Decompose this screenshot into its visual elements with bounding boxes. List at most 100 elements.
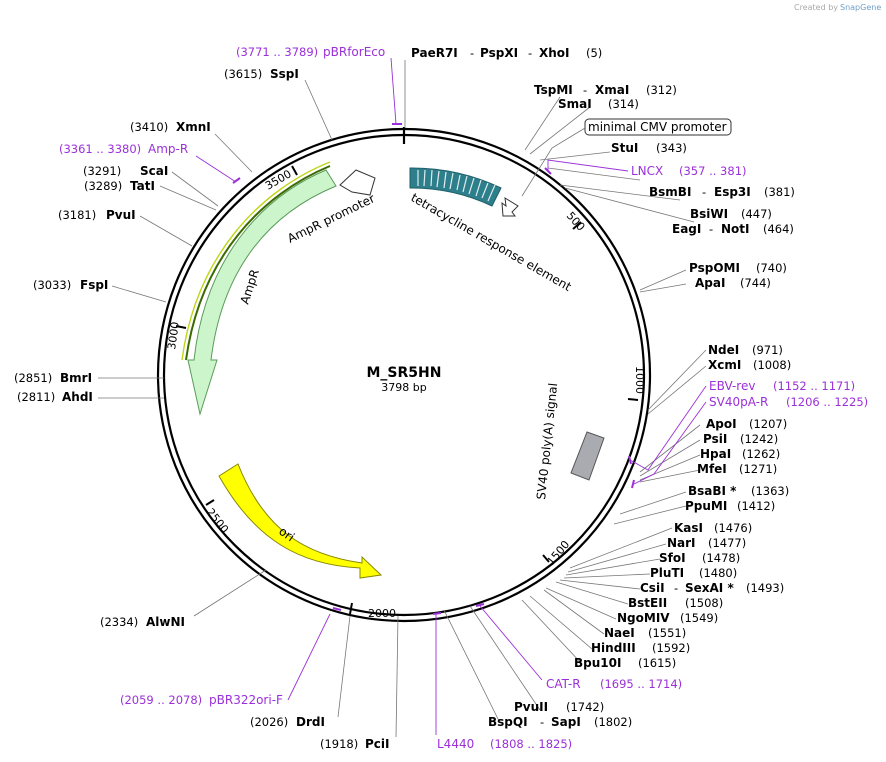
- enzyme-bpu10i[interactable]: Bpu10I: [574, 656, 621, 670]
- tick-label-2000: 2000: [368, 607, 396, 620]
- enzyme-sapi[interactable]: SapI: [551, 715, 581, 729]
- enzyme-naei[interactable]: NaeI: [604, 626, 635, 640]
- svg-text:-: -: [674, 581, 678, 595]
- enzyme-drdi-pos: (2026): [250, 715, 288, 729]
- enzyme-hpai-pos: (1262): [742, 447, 780, 461]
- primer-sv40pa-pos: (1206 .. 1225): [786, 395, 868, 409]
- enzyme-paer7i[interactable]: PaeR7I: [411, 46, 458, 60]
- enzyme-bsiwi-pos: (447): [741, 207, 772, 221]
- feature-label-cmv: minimal CMV promoter: [588, 120, 727, 134]
- enzyme-sexai[interactable]: SexAI *: [685, 581, 734, 595]
- primer-l4440[interactable]: L4440: [437, 737, 474, 751]
- enzyme-sfoi[interactable]: SfoI: [659, 551, 686, 565]
- enzyme-csii[interactable]: CsiI: [640, 581, 665, 595]
- enzyme-pcii[interactable]: PciI: [365, 737, 390, 751]
- enzyme-ahdi[interactable]: AhdI: [62, 390, 93, 404]
- primer-ebvrev[interactable]: EBV-rev: [709, 379, 755, 393]
- enzyme-pspxi[interactable]: PspXI: [480, 46, 518, 60]
- enzyme-bsteii[interactable]: BstEII: [628, 596, 667, 610]
- enzyme-pspomi[interactable]: PspOMI: [689, 261, 740, 275]
- enzyme-smai[interactable]: SmaI: [558, 97, 592, 111]
- enzyme-noti[interactable]: NotI: [721, 222, 750, 236]
- credit-brand: SnapGene: [840, 3, 881, 12]
- enzyme-bsabi[interactable]: BsaBI *: [688, 484, 737, 498]
- enzyme-hpai[interactable]: HpaI: [700, 447, 731, 461]
- enzyme-stui[interactable]: StuI: [611, 141, 638, 155]
- enzyme-hindiii[interactable]: HindIII: [591, 641, 636, 655]
- enzyme-kasi[interactable]: KasI: [674, 521, 703, 535]
- enzyme-ngomiv-pos: (1549): [680, 611, 718, 625]
- enzyme-bspqi[interactable]: BspQI: [488, 715, 528, 729]
- credit-created-by: Created by: [794, 3, 838, 12]
- enzyme-psii[interactable]: PsiI: [703, 432, 727, 446]
- enzyme-pvuii[interactable]: PvuII: [514, 700, 548, 714]
- enzyme-pluti-pos: (1480): [699, 566, 737, 580]
- enzyme-xhoi-pos: (5): [586, 46, 602, 60]
- primer-pbr322[interactable]: pBR322ori-F: [209, 693, 283, 707]
- feature-ampr[interactable]: [181, 161, 337, 416]
- primer-ebvrev-pos: (1152 .. 1171): [773, 379, 855, 393]
- enzyme-xmai[interactable]: XmaI: [595, 83, 629, 97]
- enzyme-sspi-pos: (3615): [224, 67, 262, 81]
- enzyme-eagi[interactable]: EagI: [672, 222, 701, 236]
- primer-lncx[interactable]: LNCX: [631, 164, 663, 178]
- enzyme-pvuii-pos: (1742): [566, 700, 604, 714]
- enzyme-pspomi-pos: (740): [756, 261, 787, 275]
- feature-label-sv40: SV40 poly(A) signal: [534, 382, 560, 500]
- primer-mark-sv40pa: [631, 479, 635, 489]
- primer-leaders: [195, 57, 707, 735]
- enzyme-tspmi[interactable]: TspMI: [534, 83, 573, 97]
- enzyme-tati[interactable]: TatI: [130, 179, 155, 193]
- enzyme-alwni[interactable]: AlwNI: [146, 615, 185, 629]
- primer-l4440-pos: (1808 .. 1825): [490, 737, 572, 751]
- enzyme-drdi[interactable]: DrdI: [296, 715, 325, 729]
- enzyme-psii-pos: (1242): [740, 432, 778, 446]
- primer-labels: (3771 .. 3789) pBRforEco LNCX (357 .. 38…: [59, 45, 868, 751]
- enzyme-bmri[interactable]: BmrI: [60, 371, 92, 385]
- svg-text:-: -: [583, 83, 587, 97]
- tick-3000: [175, 325, 187, 329]
- cmv-leader: [521, 127, 586, 197]
- enzyme-ahdi-pos: (2811): [17, 390, 55, 404]
- enzyme-bsiwi[interactable]: BsiWI: [690, 207, 728, 221]
- feature-sv40-polya[interactable]: [570, 431, 605, 481]
- enzyme-sspi[interactable]: SspI: [270, 67, 299, 81]
- tick-2500: [205, 499, 215, 506]
- enzyme-ppumi[interactable]: PpuMI: [685, 499, 727, 513]
- enzyme-mfei[interactable]: MfeI: [697, 462, 727, 476]
- enzyme-stui-pos: (343): [656, 141, 687, 155]
- tick-marks: [175, 165, 639, 615]
- enzyme-ngomiv[interactable]: NgoMIV: [617, 611, 670, 625]
- primer-mark-ampr: [232, 177, 241, 184]
- enzyme-sfoi-pos: (1478): [702, 551, 740, 565]
- enzyme-noti-pos: (464): [763, 222, 794, 236]
- tick-3500: [291, 165, 298, 176]
- enzyme-pvui[interactable]: PvuI: [106, 208, 136, 222]
- primer-pbrforeco[interactable]: pBRforEco: [323, 45, 385, 59]
- enzyme-xmni-pos: (3410): [130, 120, 168, 134]
- enzyme-ndei[interactable]: NdeI: [708, 343, 739, 357]
- primer-catr[interactable]: CAT-R: [546, 677, 581, 691]
- enzyme-scai[interactable]: ScaI: [140, 164, 168, 178]
- feature-cmv-arrow[interactable]: [501, 197, 519, 217]
- primer-sv40pa[interactable]: SV40pA-R: [709, 395, 768, 409]
- primer-ampr[interactable]: Amp-R: [148, 142, 188, 156]
- feature-ori[interactable]: [218, 463, 383, 579]
- enzyme-scai-pos: (3291): [83, 164, 121, 178]
- enzyme-xcmi[interactable]: XcmI: [708, 358, 741, 372]
- enzyme-ndei-pos: (971): [752, 343, 783, 357]
- enzyme-pluti[interactable]: PluTI: [650, 566, 684, 580]
- feature-tetracycline-response-element[interactable]: [409, 167, 502, 207]
- enzyme-xhoi[interactable]: XhoI: [539, 46, 570, 60]
- enzyme-apai[interactable]: ApaI: [695, 276, 725, 290]
- enzyme-nari[interactable]: NarI: [667, 536, 696, 550]
- tick-2000: [349, 602, 353, 615]
- enzyme-alwni-pos: (2334): [100, 615, 138, 629]
- enzyme-mfei-pos: (1271): [739, 462, 777, 476]
- enzyme-xmni[interactable]: XmnI: [176, 120, 211, 134]
- enzyme-bsmbi[interactable]: BsmBI: [649, 185, 691, 199]
- enzyme-fspi[interactable]: FspI: [80, 278, 108, 292]
- enzyme-esp3i[interactable]: Esp3I: [714, 185, 751, 199]
- feature-ampr-promoter-arrow[interactable]: [339, 169, 376, 196]
- enzyme-apoi[interactable]: ApoI: [706, 417, 737, 431]
